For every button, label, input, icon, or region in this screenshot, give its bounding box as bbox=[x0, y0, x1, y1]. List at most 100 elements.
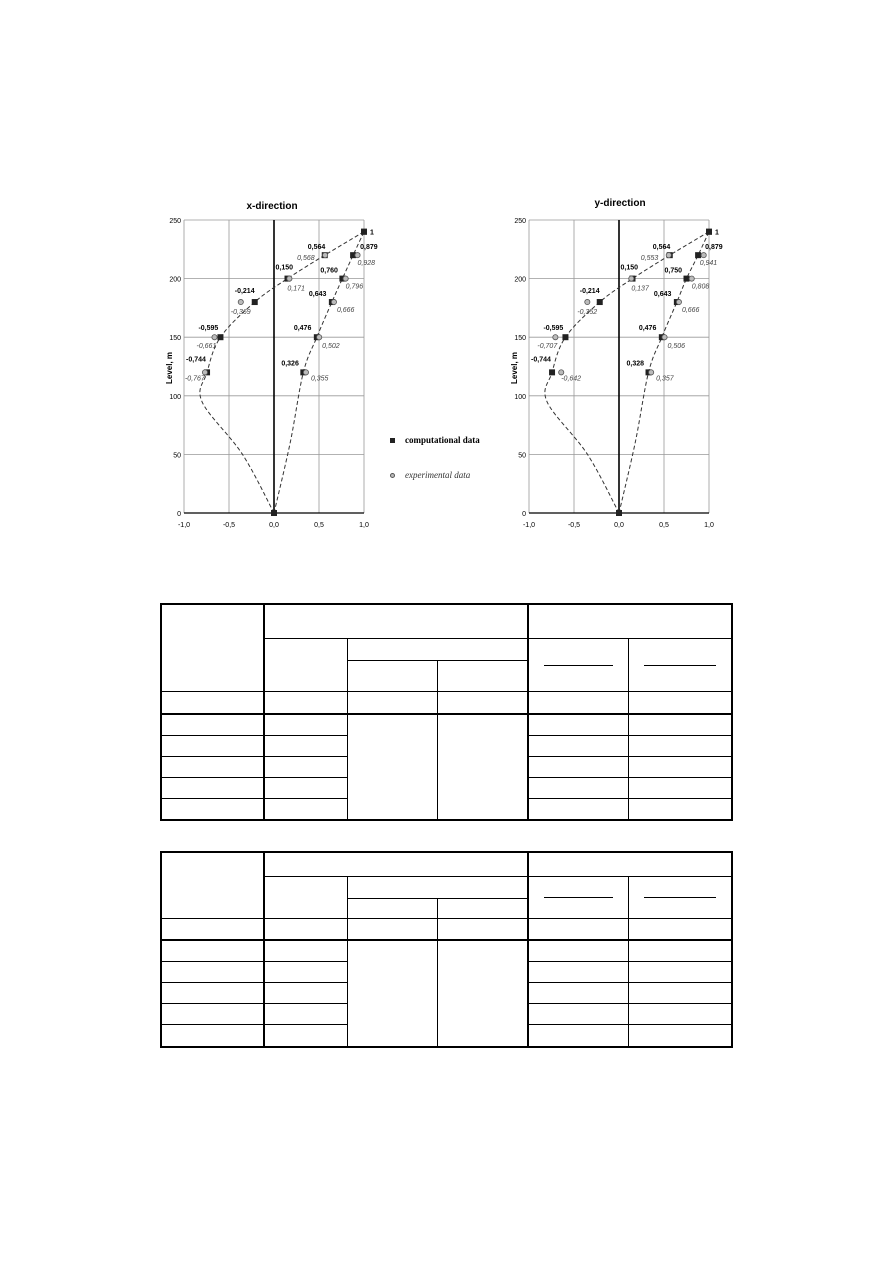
table-row bbox=[160, 1024, 733, 1048]
y-tick-label: 100 bbox=[514, 394, 526, 401]
y-tick-label: 150 bbox=[514, 335, 526, 342]
exp-label: 0,928 bbox=[358, 260, 376, 267]
comp-label: 0,643 bbox=[309, 291, 327, 298]
experimental-point bbox=[201, 369, 208, 376]
y-tick-label: 250 bbox=[169, 218, 181, 225]
computational-point bbox=[251, 299, 258, 306]
table-header-cell bbox=[627, 637, 733, 693]
comp-label: -0,214 bbox=[580, 288, 600, 295]
comp-label: -0,595 bbox=[543, 325, 563, 332]
exp-label: -0,661 bbox=[197, 343, 217, 350]
exp-label: 0,808 bbox=[692, 284, 710, 291]
exp-label: 0,553 bbox=[641, 255, 659, 262]
computational-point bbox=[350, 252, 357, 259]
y-tick-label: 100 bbox=[169, 394, 181, 401]
table-header-cell bbox=[436, 897, 529, 919]
table-header-cell bbox=[346, 897, 438, 919]
y-tick-label: 50 bbox=[173, 452, 181, 459]
mode-curve bbox=[544, 231, 710, 514]
y-tick-label: 50 bbox=[518, 452, 526, 459]
y-axis-label: Level, m bbox=[510, 352, 519, 384]
legend-computational: computational data bbox=[390, 435, 480, 445]
computational-point bbox=[339, 275, 346, 282]
comp-label: 0,150 bbox=[621, 265, 639, 272]
comp-label: 0,476 bbox=[294, 325, 312, 332]
comp-label: 0,750 bbox=[665, 268, 683, 275]
comp-label: 0,150 bbox=[276, 265, 294, 272]
chart-title: y-direction bbox=[594, 198, 645, 209]
square-marker-icon bbox=[390, 437, 395, 443]
exp-label: 0,568 bbox=[297, 255, 315, 262]
exp-label: -0,369 bbox=[231, 309, 251, 316]
experimental-point bbox=[661, 334, 668, 341]
x-tick-label: 0,5 bbox=[659, 522, 669, 529]
x-tick-label: 1,0 bbox=[704, 522, 714, 529]
table-2 bbox=[160, 851, 733, 1048]
x-tick-label: 0,5 bbox=[314, 522, 324, 529]
table-header-cell bbox=[263, 603, 529, 639]
exp-label: -0,352 bbox=[577, 309, 597, 316]
legend-label: computational data bbox=[405, 435, 480, 445]
computational-point bbox=[683, 275, 690, 282]
exp-label: 0,137 bbox=[631, 286, 650, 293]
comp-label: 0,328 bbox=[627, 360, 645, 367]
table-header-cell bbox=[160, 603, 265, 693]
exp-label: 0,666 bbox=[682, 307, 700, 314]
table-header-cell bbox=[627, 875, 733, 919]
experimental-point bbox=[316, 334, 323, 341]
comp-label: 0,564 bbox=[653, 244, 671, 251]
table-row bbox=[160, 798, 733, 821]
comp-label: 0,476 bbox=[639, 325, 657, 332]
computational-point bbox=[695, 252, 702, 259]
table-header-cell bbox=[527, 637, 629, 693]
comp-label: -0,744 bbox=[186, 356, 206, 363]
computational-point bbox=[596, 299, 603, 306]
table-header-cell bbox=[346, 875, 529, 899]
table-header-cell bbox=[263, 875, 348, 919]
comp-label: 0,643 bbox=[654, 291, 672, 298]
experimental-point bbox=[354, 252, 361, 259]
y-tick-label: 250 bbox=[514, 218, 526, 225]
y-tick-label: 0 bbox=[522, 511, 526, 518]
mode-curve bbox=[199, 231, 365, 514]
comp-label: 0,879 bbox=[360, 244, 378, 251]
table-row bbox=[160, 1003, 733, 1026]
x-tick-label: -0,5 bbox=[568, 522, 580, 529]
comp-label: -0,214 bbox=[235, 288, 255, 295]
x-tick-label: -1,0 bbox=[178, 522, 190, 529]
experimental-point bbox=[700, 252, 707, 259]
experimental-point bbox=[342, 275, 349, 282]
exp-label: -0,642 bbox=[561, 375, 581, 382]
exp-label: -0,707 bbox=[537, 343, 558, 350]
computational-point bbox=[361, 228, 367, 235]
comp-label: 0,326 bbox=[281, 360, 299, 367]
table-header-cell bbox=[527, 603, 733, 639]
y-axis-label: Level, m bbox=[165, 352, 174, 384]
computational-point bbox=[549, 369, 556, 376]
experimental-point bbox=[237, 299, 244, 306]
comp-label: 0,760 bbox=[320, 268, 338, 275]
table-row bbox=[160, 939, 733, 1048]
x-tick-label: 0,0 bbox=[269, 522, 279, 529]
x-tick-label: 0,0 bbox=[614, 522, 624, 529]
legend-experimental: experimental data bbox=[390, 470, 470, 480]
table-header-cell bbox=[527, 851, 733, 877]
exp-label: 0,355 bbox=[311, 375, 329, 382]
table-header-cell bbox=[160, 851, 265, 919]
experimental-point bbox=[584, 299, 591, 306]
y-tick-label: 200 bbox=[169, 277, 181, 284]
table-row bbox=[160, 691, 733, 715]
experimental-point bbox=[648, 369, 655, 376]
computational-point bbox=[706, 228, 712, 235]
experimental-point bbox=[322, 252, 329, 259]
exp-label: 0,502 bbox=[322, 343, 340, 350]
exp-label: 0,941 bbox=[700, 260, 718, 267]
table-header-cell bbox=[346, 660, 438, 693]
experimental-point bbox=[688, 275, 695, 282]
experimental-point bbox=[552, 334, 559, 341]
experimental-point bbox=[211, 334, 218, 341]
table-header-cell bbox=[263, 637, 348, 693]
comp-label: -0,595 bbox=[198, 325, 218, 332]
comp-label: 1 bbox=[715, 230, 719, 237]
chart-x-direction: x-direction Level, m 1 0,879 0,564 0,760… bbox=[165, 201, 378, 529]
